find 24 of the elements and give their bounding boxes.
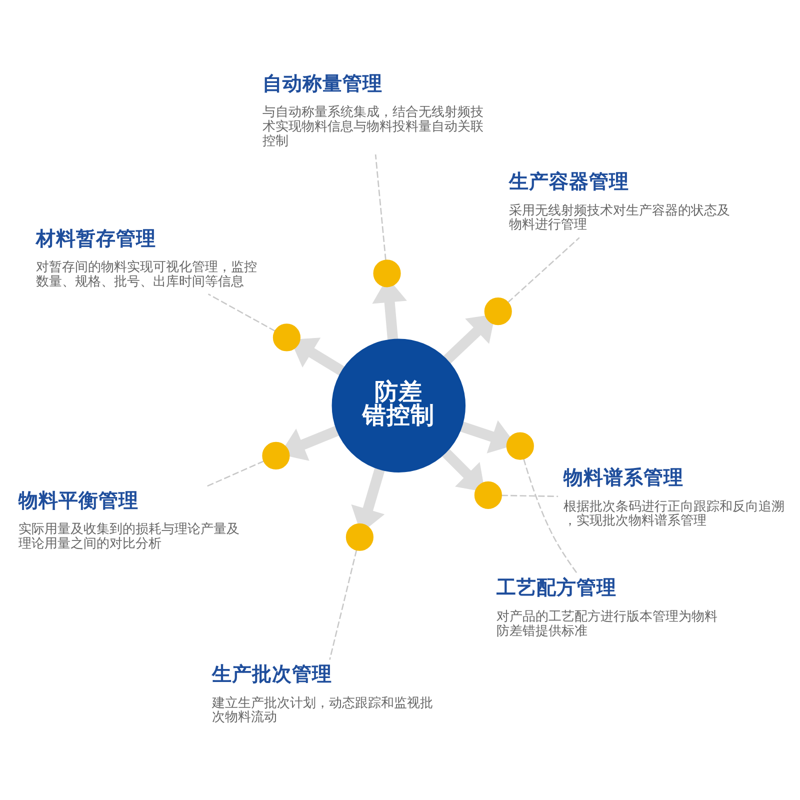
node-circle: 防差错控制	[332, 338, 466, 472]
node-text: 生产批次管理 建立生产批次计划，动态跟踪和监视批次物料流动	[212, 662, 434, 726]
connector	[508, 237, 580, 303]
node-circle	[506, 432, 534, 460]
node-circle	[373, 260, 401, 288]
node-text: 材料暂存管理 对暂存间的物料实现可视化管理，监控数量、规格、批号、出库时间等信息	[36, 226, 258, 290]
node-text: 物料平衡管理 实际用量及收集到的损耗与理论产量及理论用量之间的对比分析	[18, 488, 240, 552]
connector	[374, 154, 386, 260]
node-circle	[272, 324, 300, 352]
connector	[501, 494, 558, 498]
arrow	[442, 448, 485, 492]
node-circle	[474, 481, 502, 509]
node-text: 自动称量管理 与自动称量系统集成，结合无线射频技术实现物料信息与物料投料量自动关联控制	[262, 72, 484, 150]
node-circle	[484, 298, 512, 326]
connector	[206, 460, 264, 488]
node-circle	[262, 442, 290, 470]
connector	[208, 294, 276, 332]
connector	[329, 550, 358, 660]
connector	[523, 458, 578, 574]
node-text: 生产容器管理 采用无线射频技术对生产容器的状态及物料进行管理	[509, 170, 730, 233]
node-text: 物料谱系管理 根据批次条码进行正向跟踪和反向追溯，实现批次物料谱系管理	[563, 466, 784, 529]
arrow	[443, 314, 496, 364]
node-circle	[346, 523, 374, 551]
node-text: 工艺配方管理 对产品的工艺配方进行版本管理为物料防差错提供标准	[496, 576, 718, 639]
